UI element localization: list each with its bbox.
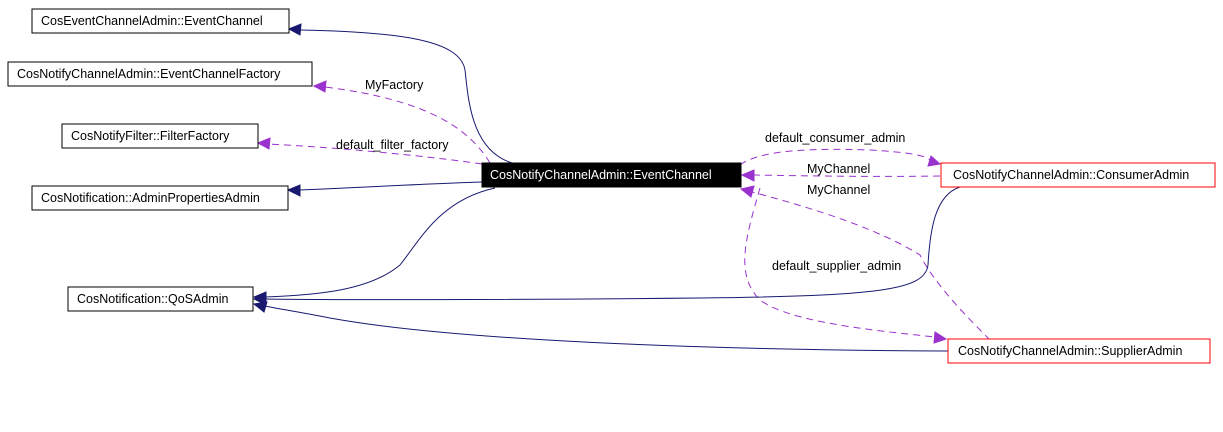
edge-usage-default-filter-factory [267, 143, 483, 165]
node-supplier-admin[interactable]: CosNotifyChannelAdmin::SupplierAdmin [947, 338, 1211, 364]
edge-inherit-qos-from-channel [264, 187, 496, 298]
node-qos-admin[interactable]: CosNotification::QoSAdmin [67, 286, 254, 312]
arrowhead [252, 301, 268, 313]
node-event-channel-focus[interactable]: CosNotifyChannelAdmin::EventChannel [481, 162, 742, 188]
node-event-channel-factory[interactable]: CosNotifyChannelAdmin::EventChannelFacto… [7, 61, 313, 87]
edge-label-default-supplier-admin: default_supplier_admin [772, 259, 901, 273]
edge-label-default-consumer-admin: default_consumer_admin [765, 131, 905, 145]
arrowhead [287, 23, 302, 36]
node-label: CosNotifyChannelAdmin::ConsumerAdmin [953, 168, 1189, 182]
arrowhead [256, 137, 271, 150]
node-label: CosNotifyChannelAdmin::EventChannelFacto… [17, 67, 281, 81]
arrowhead [933, 331, 948, 344]
edge-inherit-event-channel-base [299, 29, 513, 164]
node-consumer-admin[interactable]: CosNotifyChannelAdmin::ConsumerAdmin [940, 162, 1216, 188]
edge-usage-my-factory [324, 86, 491, 164]
arrowhead [286, 184, 301, 197]
node-label: CosNotifyFilter::FilterFactory [71, 129, 230, 143]
node-admin-properties-admin[interactable]: CosNotification::AdminPropertiesAdmin [31, 185, 289, 211]
edge-usage-my-channel-supplier [751, 191, 991, 341]
arrowhead [927, 155, 942, 167]
edge-usage-default-consumer-admin [739, 148, 931, 166]
node-cos-event-channel-admin-event-channel[interactable]: CosEventChannelAdmin::EventChannel [31, 8, 290, 34]
edge-inherit-qos-from-consumer [264, 186, 961, 301]
node-filter-factory[interactable]: CosNotifyFilter::FilterFactory [61, 123, 259, 149]
edge-label-my-factory: MyFactory [365, 78, 424, 92]
edge-label-my-channel-consumer: MyChannel [807, 162, 870, 176]
arrowhead [739, 185, 755, 198]
edge-inherit-admin-properties [299, 181, 483, 191]
edge-label-default-filter-factory: default_filter_factory [336, 138, 449, 152]
node-label: CosNotifyChannelAdmin::SupplierAdmin [958, 344, 1182, 358]
arrowhead [740, 169, 755, 182]
node-label: CosEventChannelAdmin::EventChannel [41, 14, 263, 28]
node-label: CosNotification::QoSAdmin [77, 292, 229, 306]
node-label: CosNotifyChannelAdmin::EventChannel [490, 168, 712, 182]
arrowhead [312, 80, 327, 93]
node-label: CosNotification::AdminPropertiesAdmin [41, 191, 260, 205]
edge-label-my-channel-supplier: MyChannel [807, 183, 870, 197]
edge-inherit-qos-from-supplier [264, 305, 949, 352]
